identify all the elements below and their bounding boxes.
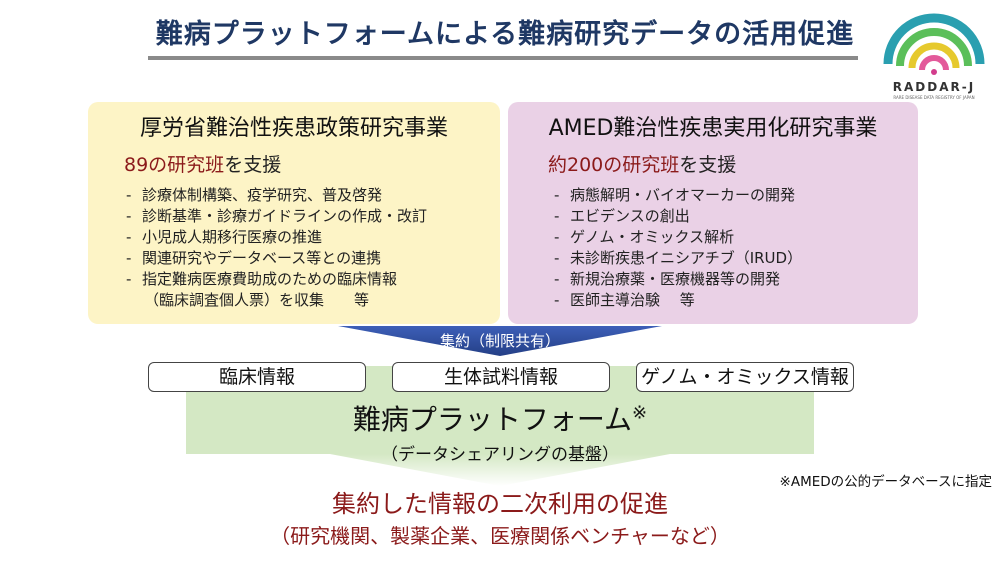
footnote: ※AMEDの公的データベースに指定 (779, 474, 992, 490)
list-item: -新規治療薬・医療機器等の開発 (554, 270, 781, 288)
mhlw-research-box: 厚労省難治性疾患政策研究事業 89の研究班を支援 -診療体制構築、疫学研究、普及… (88, 102, 500, 324)
list-item: -指定難病医療費助成のための臨床情報 (126, 270, 398, 288)
list-item: -医師主導治験 等 (554, 291, 695, 309)
list-item: -ゲノム・オミックス解析 (554, 228, 735, 246)
page-title: 難病プラットフォームによる難病研究データの活用促進 (155, 19, 855, 50)
left-box-heading: 厚労省難治性疾患政策研究事業 (139, 116, 448, 141)
platform-subtitle: （データシェアリングの基盤） (381, 445, 619, 465)
clinical-info-pill: 臨床情報 (148, 362, 366, 392)
result-arrow (330, 454, 670, 486)
secondary-use-users: （研究機関、製薬企業、医療関係ベンチャーなど） (270, 524, 730, 548)
collect-arrow (338, 326, 662, 356)
right-box-heading: AMED難治性疾患実用化研究事業 (548, 116, 878, 141)
left-box-support: 89の研究班を支援 (124, 150, 281, 177)
left-box-list: -診療体制構築、疫学研究、普及啓発 -診断基準・診療ガイドラインの作成・改訂 -… (126, 185, 427, 311)
list-item: -エビデンスの創出 (554, 207, 690, 225)
collect-arrow-label: 集約（制限共有） (439, 332, 560, 350)
platform-name: 難病プラットフォーム※ (352, 402, 648, 436)
right-box-support: 約200の研究班を支援 (548, 150, 736, 177)
raddar-logo-icon (883, 13, 985, 75)
right-support-highlight: 約200の研究班 (548, 154, 680, 176)
title-underline (148, 56, 858, 60)
list-item: （臨床調査個人票）を収集 等 (144, 291, 370, 309)
left-support-suffix: を支援 (224, 154, 282, 176)
list-item: -病態解明・バイオマーカーの開発 (554, 186, 796, 204)
right-box-list: -病態解明・バイオマーカーの開発 -エビデンスの創出 -ゲノム・オミックス解析 … (554, 185, 802, 311)
list-item: -未診断疾患イニシアチブ（IRUD） (554, 249, 803, 267)
platform-note-mark: ※ (632, 402, 648, 424)
logo-name: RADDAR-J (892, 80, 976, 94)
right-support-suffix: を支援 (679, 154, 737, 176)
amed-research-box: AMED難治性疾患実用化研究事業 約200の研究班を支援 -病態解明・バイオマー… (508, 102, 918, 324)
list-item: -小児成人期移行医療の推進 (126, 228, 323, 246)
list-item: -診断基準・診療ガイドラインの作成・改訂 (126, 207, 428, 225)
secondary-use-title: 集約した情報の二次利用の促進 (332, 490, 668, 518)
list-item: -診療体制構築、疫学研究、普及啓発 (126, 186, 383, 204)
logo-subtitle: RARE DISEASE DATA REGISTRY OF JAPAN (893, 95, 975, 100)
genome-omics-info-pill: ゲノム・オミックス情報 (636, 362, 854, 392)
list-item: -関連研究やデータベース等との連携 (126, 249, 382, 267)
biosample-info-pill: 生体試料情報 (392, 362, 610, 392)
left-support-highlight: 89の研究班 (124, 154, 225, 176)
